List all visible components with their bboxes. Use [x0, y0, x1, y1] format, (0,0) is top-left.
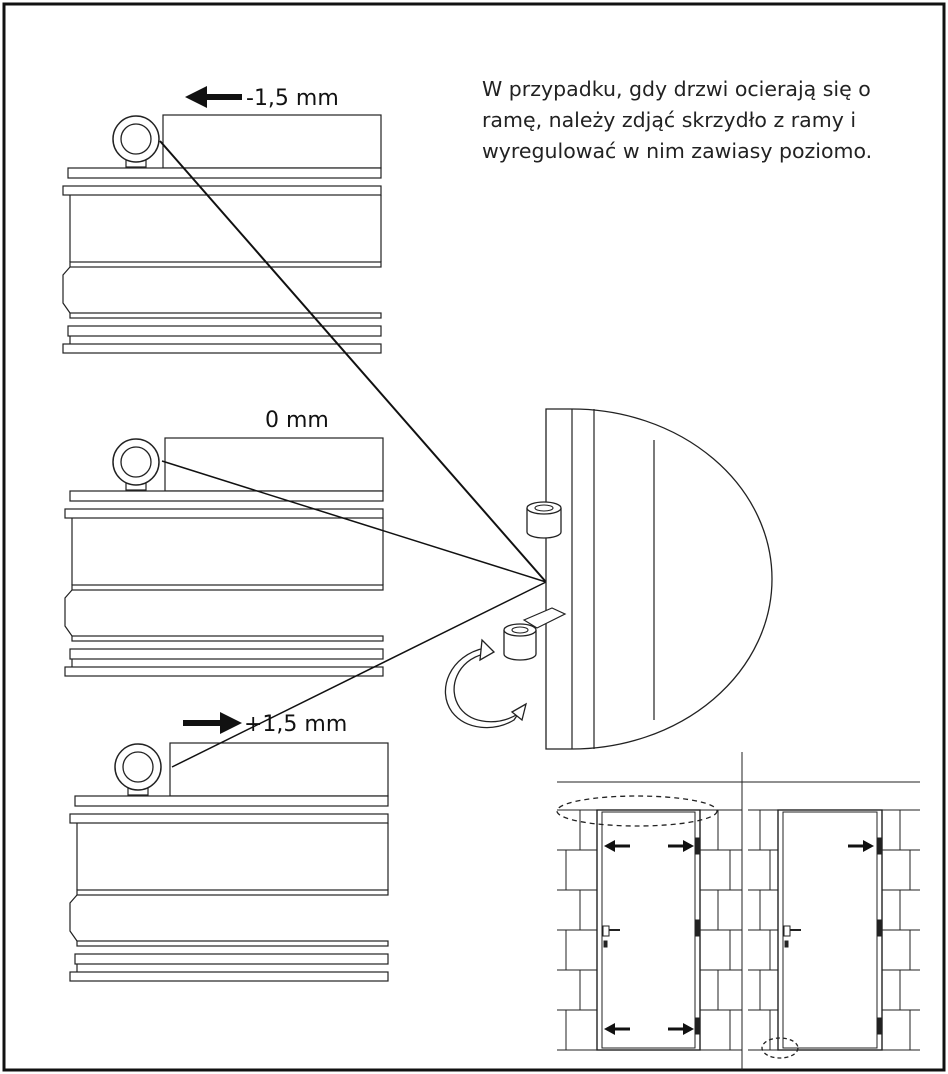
- hinge-middle-icon: [112, 438, 160, 491]
- hinge-pin-icon: [503, 607, 567, 661]
- hinge-detail-magnifier: [444, 408, 773, 750]
- instruction-line-2: ramę, należy zdjąć skrzydło z ramy i: [482, 108, 857, 132]
- hinge-top-icon: [112, 115, 160, 168]
- leader-lines: [159, 140, 547, 768]
- rotate-arrow-icon: [444, 638, 528, 729]
- instruction-text: W przypadku, gdy drzwi ocierają się o ra…: [482, 74, 932, 167]
- rub-zone-top-marker: [556, 795, 718, 827]
- adjust-plus-label: +1,5 mm: [244, 712, 347, 737]
- instruction-line-3: wyregulować w nim zawiasy poziomo.: [482, 139, 873, 163]
- brick-wall-left: [557, 809, 742, 1051]
- door-right: [777, 809, 883, 1051]
- adjust-arrows-left-door: [604, 840, 694, 1035]
- brick-wall-right: [748, 809, 920, 1051]
- arrow-left-icon: [185, 86, 242, 108]
- hinge-bottom-icon: [114, 743, 162, 796]
- door-left: [596, 809, 701, 1051]
- adjust-arrow-right-door: [848, 840, 874, 852]
- arrow-right-icon: [183, 712, 242, 734]
- adjust-minus-label: -1,5 mm: [246, 86, 339, 111]
- adjust-zero-label: 0 mm: [265, 408, 329, 433]
- door-elevations: [556, 752, 920, 1070]
- rub-zone-bottom-marker: [761, 1037, 799, 1059]
- profile-middle: [64, 437, 384, 677]
- hinge-sleeve-icon: [526, 501, 562, 539]
- profile-top: [62, 114, 382, 354]
- instruction-line-1: W przypadku, gdy drzwi ocierają się o: [482, 77, 871, 101]
